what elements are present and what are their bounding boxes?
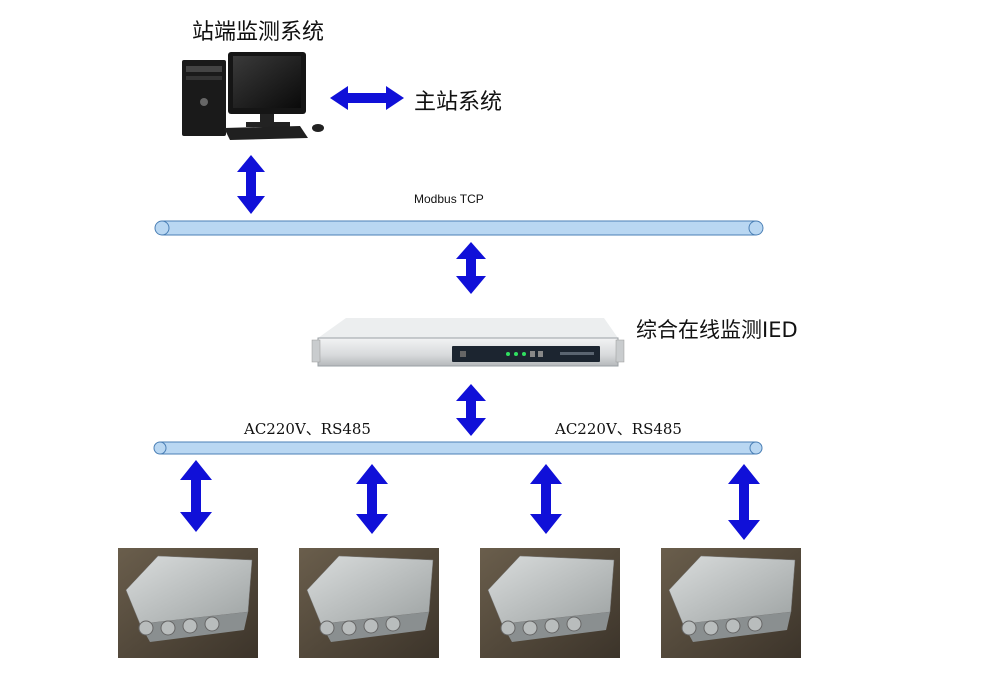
diagram-title: 站端监测系统 <box>192 20 325 45</box>
ied-device-image <box>311 318 625 367</box>
sensor-box-2 <box>299 548 439 658</box>
device-arrow-1 <box>180 460 212 532</box>
device-arrow-2 <box>356 464 388 534</box>
ied-label: 综合在线监测IED <box>636 318 798 342</box>
modbus-tcp-label: Modbus TCP <box>414 192 484 206</box>
sensor-box-3 <box>480 548 620 658</box>
bus-bottom-label-right: AC220V、RS485 <box>555 420 682 438</box>
sensor-box-4 <box>661 548 801 658</box>
master-system-label: 主站系统 <box>414 90 503 115</box>
bus-ied-arrow <box>456 242 486 294</box>
ied-bus-arrow <box>456 384 486 436</box>
device-arrow-3 <box>530 464 562 534</box>
master-link-arrow <box>330 86 404 110</box>
computer-icon <box>182 52 324 140</box>
bus-bottom-label-left: AC220V、RS485 <box>244 420 371 438</box>
modbus-tcp-bus <box>154 220 764 236</box>
ac220v-rs485-bus <box>153 441 763 455</box>
device-arrow-4 <box>728 464 760 540</box>
sensor-box-1 <box>118 548 258 658</box>
pc-bus-arrow <box>237 155 265 214</box>
